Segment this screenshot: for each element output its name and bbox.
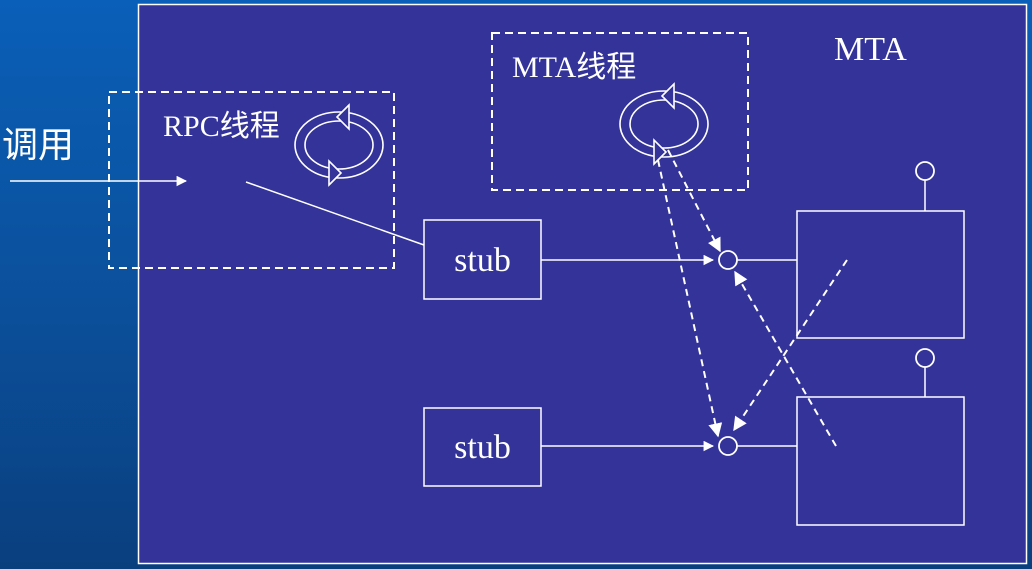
interface-circle-1: [718, 250, 738, 270]
object-box-2: [796, 396, 965, 526]
rpc-thread-cycle-icon: [294, 103, 384, 187]
rpc-thread-box: [108, 91, 395, 269]
stub-box-2: [423, 407, 542, 487]
mta-box-title: MTA: [834, 31, 907, 68]
object-cross-call-2: [734, 270, 837, 447]
mta-thread-cycle-icon: [619, 82, 709, 166]
rpc-thread-label: RPC线程: [163, 110, 280, 143]
stub-label-2: stub: [454, 429, 511, 466]
mta-thread-box: [491, 32, 749, 191]
iunknown-circle-2: [915, 348, 935, 368]
iunknown-circle-1: [915, 161, 935, 181]
mta-thread-label: MTA线程: [512, 51, 637, 84]
interface-circle-2: [718, 436, 738, 456]
mta-apartment-box: [137, 3, 1028, 565]
object-box-1: [796, 210, 965, 339]
caller-label: 调用: [2, 125, 75, 166]
object-cross-call-1: [733, 259, 848, 432]
mta-call-path-1: [667, 149, 721, 253]
rpc-to-stub-line: [245, 181, 425, 246]
stub-label-1: stub: [454, 242, 511, 279]
